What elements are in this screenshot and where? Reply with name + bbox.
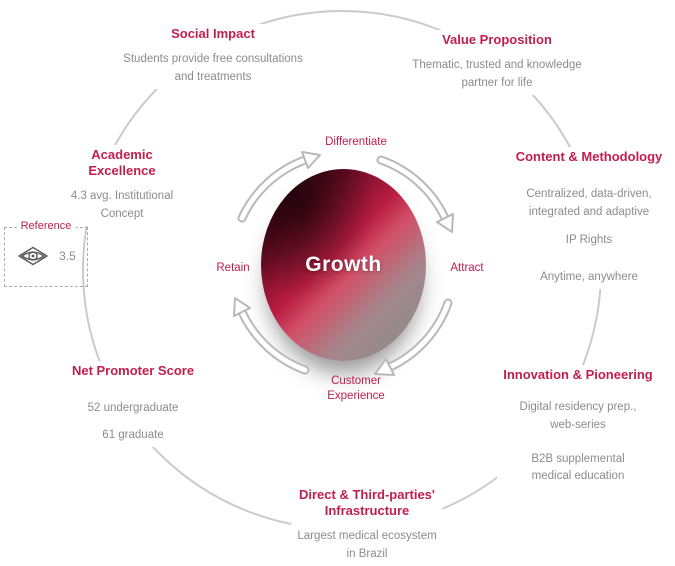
- section-title: Social Impact: [171, 26, 255, 41]
- reference-label: Reference: [16, 220, 76, 232]
- section-text-line: 52 undergraduate: [87, 402, 179, 414]
- section-text-line: Thematic, trusted and knowledge: [412, 59, 582, 71]
- section-academic-excellence: Academic Excellence 4.3 avg. Institution…: [64, 145, 180, 226]
- section-text-line: B2B supplemental: [531, 452, 625, 465]
- section-text-line: Concept: [100, 207, 144, 220]
- section-text-line: 4.3 avg. Institutional: [70, 190, 174, 202]
- section-title: Excellence: [88, 163, 156, 178]
- reference-box: Reference 3.5: [4, 220, 88, 287]
- section-innovation-pioneering: Innovation & Pioneering Digital residenc…: [497, 365, 659, 489]
- section-content-methodology: Content & Methodology Centralized, data-…: [509, 147, 669, 290]
- section-social-impact: Social Impact Students provide free cons…: [117, 24, 309, 89]
- section-title: Infrastructure: [324, 503, 410, 518]
- section-text-line: partner for life: [461, 76, 533, 89]
- cycle-step-customer-line1: Customer: [331, 375, 381, 387]
- growth-label: Growth: [305, 253, 382, 276]
- section-text-line: medical education: [531, 470, 625, 483]
- section-value-proposition: Value Proposition Thematic, trusted and …: [406, 30, 588, 95]
- section-text-line: Students provide free consultations: [123, 53, 303, 65]
- reference-value: 3.5: [59, 249, 76, 263]
- growth-sphere: Growth: [261, 169, 426, 361]
- cycle-step-customer-experience: Customer Experience: [327, 374, 385, 404]
- section-title: Direct & Third-parties': [298, 487, 435, 502]
- cycle-step-differentiate: Differentiate: [325, 136, 387, 148]
- cycle-step-customer-line2: Experience: [327, 389, 385, 402]
- section-net-promoter-score: Net Promoter Score 52 undergraduate 61 g…: [65, 361, 201, 447]
- eye-logo-icon: [18, 246, 48, 266]
- section-text-line: Largest medical ecosystem: [297, 530, 437, 542]
- section-text-line: 61 graduate: [102, 428, 164, 441]
- section-text-line: Centralized, data-driven,: [526, 188, 652, 200]
- section-text-line: integrated and adaptive: [528, 205, 650, 218]
- section-title: Net Promoter Score: [71, 363, 195, 378]
- section-text-line: Anytime, anywhere: [540, 271, 638, 284]
- section-text-line: web-series: [550, 418, 606, 431]
- reference-content: 3.5: [5, 244, 87, 268]
- section-title: Value Proposition: [442, 32, 552, 47]
- section-text-line: Digital residency prep.,: [519, 401, 637, 413]
- section-infrastructure: Direct & Third-parties' Infrastructure L…: [291, 485, 443, 566]
- cycle-step-attract: Attract: [450, 262, 484, 274]
- section-title: Content & Methodology: [515, 149, 663, 164]
- section-text-line: IP Rights: [565, 233, 613, 246]
- section-title: Academic: [91, 147, 153, 162]
- section-text-line: and treatments: [174, 70, 252, 83]
- section-title: Innovation & Pioneering: [503, 367, 653, 382]
- section-text-line: in Brazil: [346, 547, 388, 560]
- cycle-step-retain: Retain: [216, 262, 250, 274]
